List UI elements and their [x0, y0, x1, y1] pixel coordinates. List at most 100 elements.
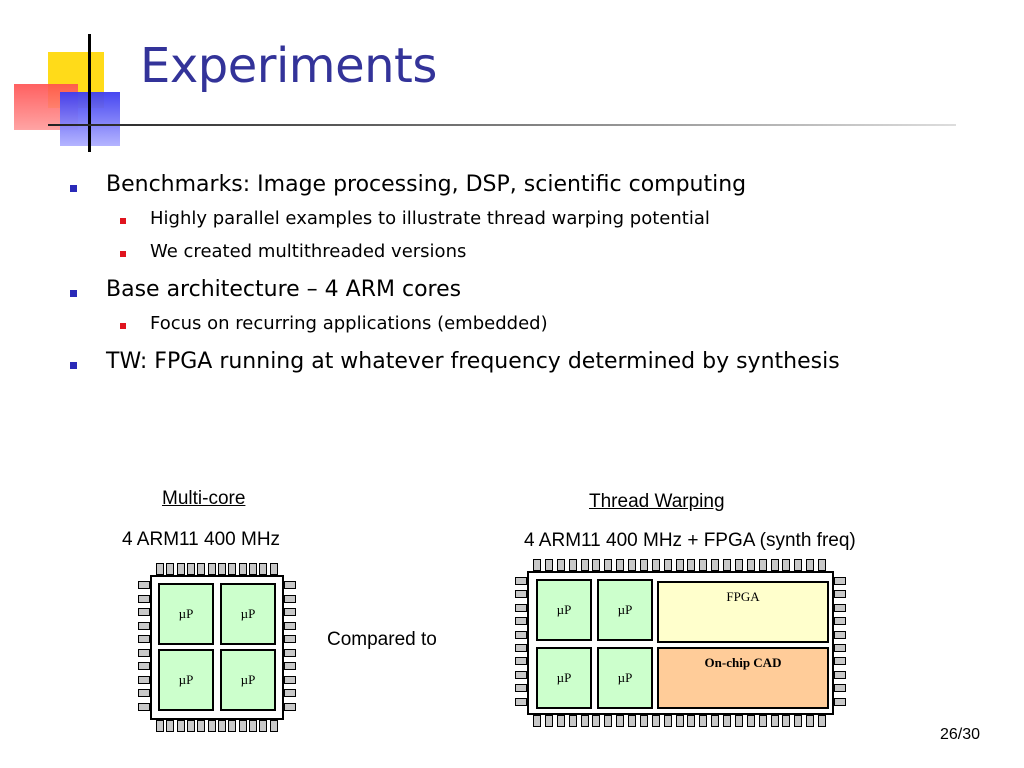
- chip-pin: [834, 590, 846, 599]
- compared-to-label: Compared to: [327, 629, 437, 650]
- chip-pin: [663, 715, 672, 727]
- chip-pin: [284, 635, 296, 643]
- chip-pin: [284, 581, 296, 589]
- chip-pin: [515, 697, 527, 706]
- chip-pin: [687, 559, 696, 571]
- chip-pin: [138, 675, 150, 684]
- chip-pin: [284, 648, 296, 657]
- chip-pin: [628, 715, 637, 727]
- chip-pin: [544, 559, 553, 571]
- page-number: 26/30: [940, 726, 981, 743]
- chip-pin: [834, 644, 846, 652]
- chip-pin: [284, 662, 296, 670]
- up-core: µP: [220, 649, 276, 711]
- chip-pin: [249, 720, 257, 732]
- chip-pin: [515, 684, 527, 693]
- multicore-subtitle: 4 ARM11 400 MHz: [122, 529, 281, 550]
- chip-pin: [284, 608, 296, 616]
- chip-pin: [544, 715, 553, 727]
- on-chip-cad-block: On-chip CAD: [657, 647, 829, 709]
- chip-pin: [580, 559, 589, 571]
- chip-pin: [723, 715, 732, 727]
- chip-pin: [699, 715, 708, 727]
- chip-pin: [699, 559, 708, 571]
- chip-pin: [746, 559, 755, 571]
- chip-pin: [207, 563, 216, 575]
- chip-pin: [138, 648, 150, 657]
- bullet-marker: [70, 290, 77, 297]
- chip-pin: [284, 702, 296, 711]
- chip-pin: [238, 563, 247, 575]
- chip-pin: [515, 630, 527, 639]
- sub-bullet-marker: [120, 323, 126, 329]
- bullet-1: Benchmarks: Image processing, DSP, scien…: [106, 172, 747, 197]
- chip-pin: [628, 559, 637, 571]
- sub-bullet-marker: [120, 251, 126, 257]
- chip-pin: [249, 563, 257, 575]
- chip-pin: [770, 715, 779, 727]
- title-underline: [48, 124, 956, 126]
- chip-pin: [284, 675, 296, 684]
- chip-pin: [592, 715, 601, 727]
- bullet-1-sub-1: Highly parallel examples to illustrate t…: [150, 208, 710, 229]
- chip-pin: [515, 670, 527, 679]
- chip-pin: [734, 559, 743, 571]
- chip-pin: [663, 559, 672, 571]
- chip-pin: [138, 608, 150, 616]
- chip-pin: [834, 603, 846, 612]
- chip-pin: [187, 563, 195, 575]
- chip-pin: [138, 662, 150, 670]
- chip-pin: [138, 581, 150, 589]
- bullet-3: TW: FPGA running at whatever frequency d…: [106, 349, 840, 374]
- chip-pin: [758, 559, 767, 571]
- chip-pin: [723, 559, 732, 571]
- thread-warping-chip: µP µP µP µP FPGA On-chip CAD: [527, 571, 834, 715]
- bullet-2: Base architecture – 4 ARM cores: [106, 277, 462, 302]
- fpga-block: FPGA: [657, 581, 829, 643]
- bullet-1-sub-2: We created multithreaded versions: [150, 241, 467, 262]
- chip-pin: [834, 684, 846, 693]
- up-core: µP: [220, 583, 276, 645]
- chip-pin: [651, 715, 660, 727]
- chip-pin: [284, 621, 296, 630]
- chip-pin: [782, 559, 791, 571]
- chip-pin: [284, 594, 296, 603]
- thread-warping-heading: Thread Warping: [589, 491, 725, 512]
- chip-pin: [616, 715, 625, 727]
- chip-pin: [734, 715, 743, 727]
- chip-pin: [515, 657, 527, 666]
- multicore-chip: µP µP µP µP: [150, 575, 284, 720]
- chip-pin: [238, 720, 247, 732]
- chip-pin: [138, 621, 150, 630]
- chip-pin: [639, 715, 648, 727]
- chip-pin: [269, 563, 278, 575]
- chip-pin: [197, 720, 206, 732]
- chip-pin: [639, 559, 648, 571]
- chip-pin: [806, 715, 815, 727]
- up-core: µP: [536, 579, 592, 641]
- bullet-marker: [70, 185, 77, 192]
- chip-pin: [834, 630, 846, 639]
- chip-pin: [228, 563, 237, 575]
- chip-pin: [515, 590, 527, 599]
- chip-pin: [604, 715, 613, 727]
- up-core: µP: [597, 579, 653, 641]
- chip-pin: [166, 563, 175, 575]
- chip-pin: [746, 715, 755, 727]
- chip-pin: [711, 715, 720, 727]
- chip-pin: [156, 563, 164, 575]
- chip-pin: [758, 715, 767, 727]
- chip-pin: [675, 715, 684, 727]
- chip-pin: [515, 577, 527, 585]
- sub-bullet-marker: [120, 218, 126, 224]
- thread-warping-subtitle: 4 ARM11 400 MHz + FPGA (synth freq): [524, 530, 856, 551]
- logo-vertical-line: [88, 34, 91, 152]
- chip-pin: [616, 559, 625, 571]
- chip-pin: [834, 697, 846, 706]
- chip-pin: [259, 563, 268, 575]
- chip-pin: [834, 657, 846, 666]
- chip-pin: [568, 559, 577, 571]
- chip-pin: [218, 720, 226, 732]
- multicore-heading: Multi-core: [162, 488, 246, 509]
- chip-pin: [138, 594, 150, 603]
